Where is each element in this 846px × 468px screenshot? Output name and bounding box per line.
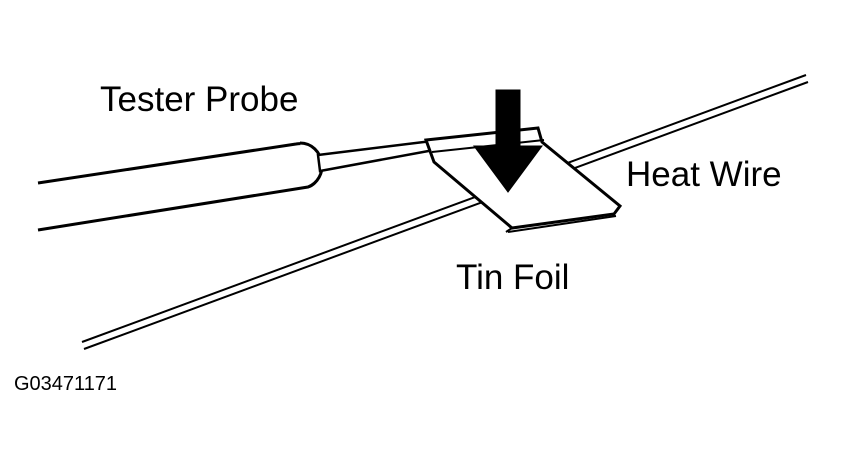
probe-shaft — [316, 139, 436, 173]
tin-foil-label: Tin Foil — [456, 258, 570, 297]
tin-foil-sheet — [423, 126, 623, 230]
tin-foil — [423, 126, 623, 233]
heat-wire — [81, 74, 809, 350]
figure-code-label: G03471171 — [14, 373, 118, 395]
tin-foil-bottom-edge — [507, 215, 617, 233]
heat-wire-upper-line — [81, 74, 807, 343]
tester-probe-label: Tester Probe — [100, 80, 299, 119]
heat-wire-label: Heat Wire — [626, 155, 782, 194]
tester-probe — [37, 139, 436, 232]
probe-handle — [37, 142, 322, 232]
tin-foil-edge — [505, 227, 513, 233]
down-arrow-icon — [473, 89, 543, 193]
heat-wire-lower-line — [83, 81, 809, 350]
